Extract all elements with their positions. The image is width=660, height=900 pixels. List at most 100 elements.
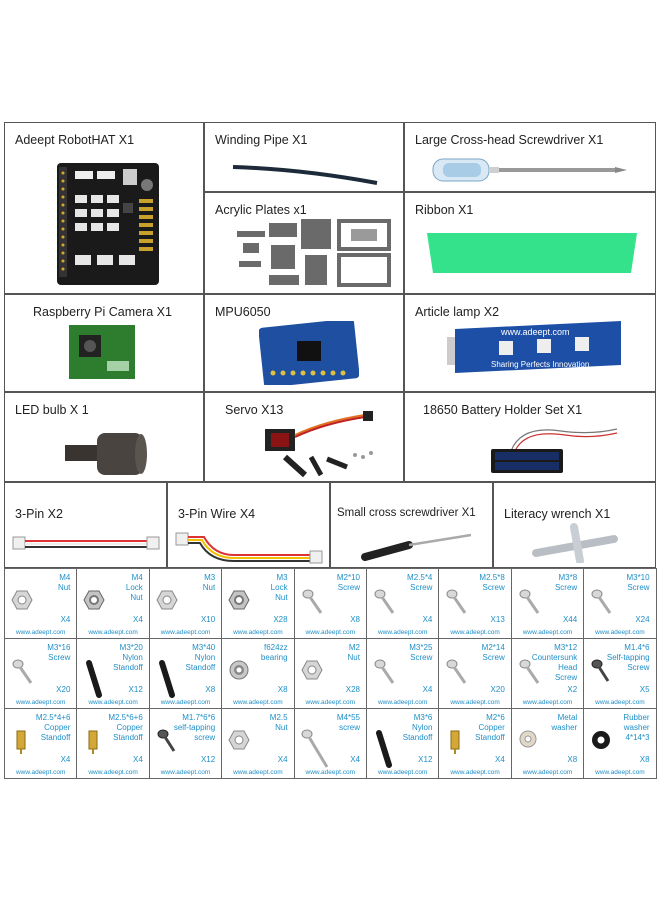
part-url: www.adeept.com [15,769,66,776]
screwdriver-large-image [432,158,627,182]
part-quantity: X28 [345,685,360,694]
part-name: M3 Nut [202,573,216,592]
screw-icon [590,589,614,620]
copper-standoff-icon [83,729,103,760]
part-name: M2.5*8 Screw [479,573,505,592]
acrylic-plates-image [237,219,391,287]
part-url: www.adeept.com [595,699,645,706]
part-url: www.adeept.com [88,699,138,706]
screw-icon [373,659,397,690]
lock-nut-icon [83,589,105,616]
pin3-wire-cell: 3-Pin Wire X4 [167,482,330,568]
part-url: www.adeept.com [305,629,356,636]
winding-pipe-image [232,165,378,185]
part-url: www.adeept.com [160,769,211,776]
part-quantity: X2 [567,685,578,694]
part-url: www.adeept.com [450,629,500,636]
part-url: www.adeept.com [377,699,428,706]
lamp-site-text: www.adeept.com [500,327,570,337]
part-quantity: X8 [567,755,578,764]
wrench-cell: Literacy wrench X1 [493,482,656,568]
winding-pipe-title: Winding Pipe X1 [215,133,308,147]
servo-title: Servo X13 [225,403,284,417]
part-quantity: X20 [56,685,71,694]
screw-icon [518,659,542,690]
part-name: M3*16 Screw [47,643,71,662]
screw-icon [445,589,469,620]
bearing-icon [228,659,250,686]
standoff-icon [156,659,180,704]
nut-icon [11,589,33,616]
part-name: f624zz bearing [260,643,288,662]
parts-list-sheet: Adeept RobotHAT X1 Winding Pipe X1 [4,122,657,779]
part-name: M2.5*6+6 Copper Standoff [108,713,143,742]
lamp-slogan-text: Sharing Perfects Innovation [491,360,589,369]
nut-icon [301,659,323,686]
servo-cell: Servo X13 [204,392,404,482]
part-quantity: X10 [200,615,216,624]
part-name: M3*8 Screw [554,573,578,592]
part-url: www.adeept.com [377,769,428,776]
part-name: M3 Lock Nut [270,573,288,602]
part-name: M2*10 Screw [336,573,360,592]
part-name: M1.4*6 Self-tapping Screw [606,643,650,672]
winding-pipe-cell: Winding Pipe X1 [204,122,404,192]
camera-module-image [69,325,135,379]
led-bulb-image [65,433,147,475]
part-url: www.adeept.com [305,699,356,706]
part-url: www.adeept.com [15,629,66,636]
part-name: M2*14 Screw [481,643,505,662]
part-quantity: X12 [200,755,216,764]
nut-icon [228,729,250,756]
screw-icon [11,659,35,690]
ribbon-title: Ribbon X1 [415,203,474,217]
lamp-title: Article lamp X2 [415,305,500,319]
part-quantity: X12 [418,755,433,764]
part-url: www.adeept.com [160,699,211,706]
part-url: www.adeept.com [233,769,283,776]
part-quantity: X4 [494,755,505,764]
part-url: www.adeept.com [522,769,573,776]
screw-icon [445,659,469,690]
robothat-cell: Adeept RobotHAT X1 [4,122,204,294]
part-url: www.adeept.com [15,699,66,706]
part-name: M2 Nut [347,643,360,662]
tapping-screw-icon [156,729,180,760]
part-quantity: X4 [422,615,433,624]
led-title: LED bulb X 1 [15,403,89,417]
screwdriver-small-title: Small cross screwdriver X1 [337,507,476,519]
part-url: www.adeept.com [595,629,645,636]
screw-icon [373,589,397,620]
screw-icon [301,589,325,620]
part-name: M3*6 Nylon Standoff [402,713,433,742]
part-quantity: X8 [639,755,650,764]
wrench-title: Literacy wrench X1 [504,507,611,521]
part-quantity: X5 [639,685,650,694]
camera-cell: Raspberry Pi Camera X1 [4,294,204,392]
part-name: M4 Nut [57,573,71,592]
part-quantity: X4 [60,755,71,764]
pin3-wire-image [175,532,323,564]
part-url: www.adeept.com [450,769,500,776]
camera-title: Raspberry Pi Camera X1 [33,305,172,319]
part-url: www.adeept.com [522,699,573,706]
